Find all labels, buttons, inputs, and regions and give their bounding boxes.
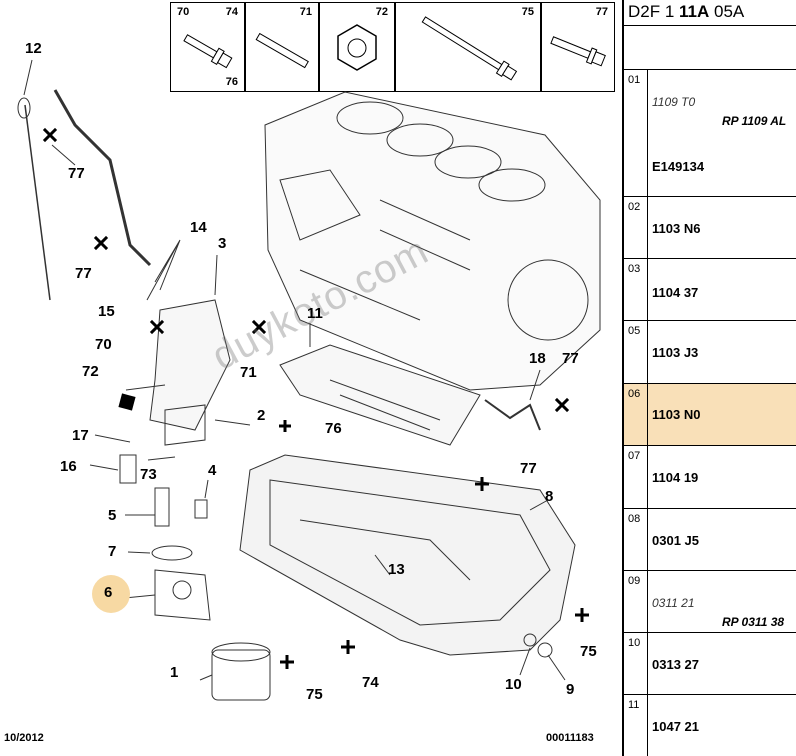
- header-number: 74: [225, 6, 238, 18]
- row-index: 06: [624, 384, 648, 445]
- header-number: 70: [177, 6, 190, 18]
- header-number: 76: [225, 76, 238, 88]
- ref-row-06[interactable]: 06 1103 N0: [624, 383, 796, 445]
- nut-icon: [337, 24, 377, 71]
- highlight-marker: [92, 575, 130, 613]
- header-number: 75: [521, 6, 534, 18]
- footer-code: 00011183: [546, 732, 594, 744]
- ref-row-09[interactable]: 09 0311 21 RP 0311 38: [624, 570, 796, 632]
- ref-row-08[interactable]: 08 0301 J5: [624, 508, 796, 570]
- reference-panel: D2F 1 11A 05A 01 1109 T0 RP 1109 AL E149…: [622, 0, 796, 756]
- header-part-75: 75: [395, 2, 541, 92]
- stud-icon: [255, 32, 309, 69]
- exploded-parts-diagram: 70 74 76 71 72 75 77: [4, 2, 615, 744]
- bolt-icon: [550, 36, 606, 67]
- ref-row-02[interactable]: 02 1103 N6: [624, 196, 796, 258]
- callout-label: 3: [218, 235, 227, 252]
- panel-title: D2F 1 11A 05A: [628, 2, 745, 21]
- long-bolt-icon: [421, 16, 518, 81]
- flange-bolt-icon: [183, 34, 233, 69]
- callout-label: 8: [545, 488, 554, 505]
- callout-label: 18: [529, 350, 546, 367]
- callout-label: 73: [140, 466, 157, 483]
- ref-code: 1103 N6: [652, 221, 701, 236]
- callout-label: 75: [580, 643, 597, 660]
- ref-row-03[interactable]: 03 1104 37: [624, 258, 796, 320]
- ref-code: E149134: [652, 159, 705, 174]
- callout-label: 75: [306, 686, 323, 703]
- callout-label: 77: [68, 165, 85, 182]
- callout-label: 76: [325, 420, 342, 437]
- header-number: 72: [375, 6, 388, 18]
- callout-label: 5: [108, 507, 117, 524]
- row-index: 02: [624, 197, 648, 258]
- row-index: 05: [624, 321, 648, 383]
- callout-label: 16: [60, 458, 77, 475]
- ref-code: 0313 27: [652, 657, 699, 672]
- header-part-71: 71: [245, 2, 319, 92]
- ref-code-italic: 1109 T0: [652, 95, 696, 109]
- rp-code: RP 0311 38: [722, 615, 785, 629]
- header-part-70-74-76: 70 74 76: [170, 2, 245, 92]
- ref-row-07[interactable]: 07 1104 19: [624, 445, 796, 508]
- callout-label: 7: [108, 543, 117, 560]
- ref-code: 1104 37: [652, 285, 699, 300]
- header-number: 71: [299, 6, 312, 18]
- row-index: 01: [624, 70, 648, 196]
- ref-code: 1103 J3: [652, 345, 699, 360]
- panel-header-row: [624, 25, 796, 69]
- ref-row-01[interactable]: 01 1109 T0 RP 1109 AL E149134: [624, 69, 796, 196]
- row-index: 03: [624, 259, 648, 320]
- callout-label: 10: [505, 676, 522, 693]
- ref-code: 1104 19: [652, 470, 699, 485]
- callout-label: 70: [95, 336, 112, 353]
- header-number: 77: [595, 6, 608, 18]
- ref-row-05[interactable]: 05 1103 J3: [624, 320, 796, 383]
- footer-date: 10/2012: [4, 732, 44, 744]
- ref-code-italic: 0311 21: [652, 596, 695, 610]
- ref-row-10[interactable]: 10 0313 27: [624, 632, 796, 694]
- callout-label: 14: [190, 219, 207, 236]
- callout-label: 11: [307, 305, 323, 322]
- header-part-77: 77: [541, 2, 615, 92]
- row-index: 07: [624, 446, 648, 508]
- row-index: 11: [624, 695, 648, 756]
- callout-label: 4: [208, 462, 217, 479]
- callout-label: 12: [25, 40, 42, 57]
- engine-sump-drawing: [17, 59, 601, 701]
- callout-label: 17: [72, 427, 89, 444]
- row-index: 08: [624, 509, 648, 570]
- ref-code: 1047 21: [652, 719, 699, 734]
- callout-label: 15: [98, 303, 115, 320]
- callout-label: 13: [388, 561, 405, 578]
- ref-code: 0301 J5: [652, 533, 699, 548]
- callout-label: 9: [566, 681, 575, 698]
- callout-label: 77: [562, 350, 579, 367]
- row-index: 10: [624, 633, 648, 694]
- row-index: 09: [624, 571, 648, 632]
- header-part-72: 72: [319, 2, 395, 92]
- callout-label: 71: [240, 364, 257, 381]
- ref-code: 1103 N0: [652, 407, 701, 422]
- callout-label: 1: [170, 664, 179, 681]
- rp-code: RP 1109 AL: [722, 114, 787, 128]
- callout-label: 77: [520, 460, 537, 477]
- callout-label: 77: [75, 265, 92, 282]
- ref-row-11[interactable]: 11 1047 21: [624, 694, 796, 756]
- callout-label: 74: [362, 674, 379, 691]
- callout-label: 72: [82, 363, 99, 380]
- callout-label: 6: [104, 584, 113, 601]
- callout-label: 2: [257, 407, 266, 424]
